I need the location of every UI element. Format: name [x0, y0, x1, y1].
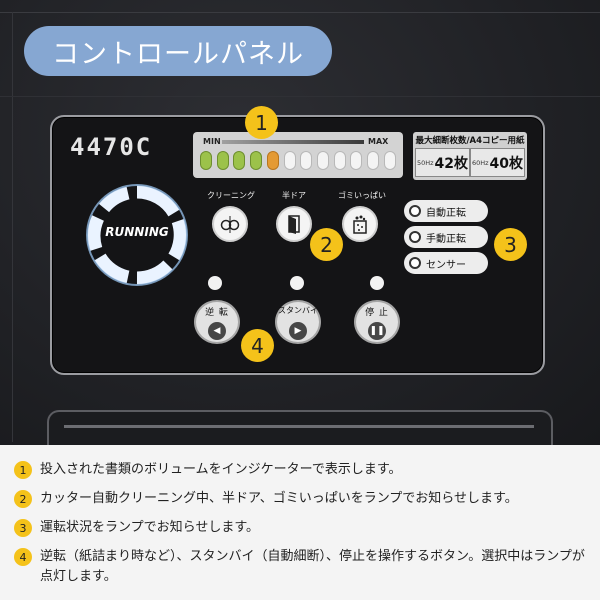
reverse-led — [208, 276, 222, 290]
half-door-lamp — [276, 206, 312, 242]
standby-label: スタンバイ — [278, 306, 318, 315]
model-number: 4470C — [70, 133, 153, 161]
cleaning-lamp — [212, 206, 248, 242]
door-icon — [288, 215, 300, 234]
play-icon: ▶ — [289, 322, 307, 340]
mode-auto-label: 自動正転 — [426, 207, 466, 219]
indicator-led — [367, 151, 380, 170]
capacity-50hz: 50Hz 42枚 — [415, 148, 470, 177]
full-label: ゴミいっぱい — [338, 191, 386, 200]
indicator-led — [383, 151, 396, 170]
note-number: 1 — [14, 461, 32, 479]
mode-manual-dot — [409, 231, 421, 243]
indicator-max-label: MAX — [368, 137, 389, 146]
standby-led — [290, 276, 304, 290]
indicator-min-label: MIN — [203, 137, 221, 146]
reverse-label: 逆 転 — [205, 308, 229, 318]
cutter-icon — [220, 216, 240, 233]
mode-auto-dot — [409, 205, 421, 217]
paper-slot-line — [64, 425, 534, 428]
stop-label: 停 止 — [365, 308, 389, 318]
bin-full-icon — [353, 215, 367, 234]
indicator-led — [250, 151, 263, 170]
machine-edge-horizontal — [0, 96, 600, 97]
stop-button[interactable]: 停 止 ❚❚ — [354, 300, 400, 344]
note-text: カッター自動クリーニング中、半ドア、ゴミいっぱいをランプでお知らせします。 — [40, 491, 518, 506]
badge-1: 1 — [245, 106, 278, 139]
note-text: 投入された書類のボリュームをインジケーターで表示します。 — [40, 462, 402, 477]
note-number: 3 — [14, 519, 32, 537]
notes-section — [0, 445, 600, 600]
note-item: 4 逆転（紙詰まり時など）、スタンバイ（自動細断）、停止を操作するボタン。選択中… — [14, 547, 594, 587]
note-text: 運転状況をランプでお知らせします。 — [40, 520, 260, 535]
capacity-60hz-label: 60Hz — [471, 158, 489, 167]
capacity-title: 最大細断枚数/A4コピー用紙 — [415, 136, 525, 146]
page-title: コントロールパネル — [24, 26, 332, 76]
badge-4: 4 — [241, 329, 274, 362]
note-item: 2 カッター自動クリーニング中、半ドア、ゴミいっぱいをランプでお知らせします。 — [14, 489, 594, 509]
mode-sensor-dot — [409, 257, 421, 269]
machine-edge — [0, 12, 600, 445]
indicator-led — [266, 151, 279, 170]
pause-icon: ❚❚ — [368, 322, 386, 340]
reverse-button[interactable]: 逆 転 ◀ — [194, 300, 240, 344]
paper-slot — [47, 410, 553, 450]
badge-2: 2 — [310, 228, 343, 261]
badge-3: 3 — [494, 228, 527, 261]
running-ring-icon — [86, 184, 188, 286]
cleaning-label: クリーニング — [207, 191, 255, 200]
mode-sensor-lamp: センサー — [404, 252, 488, 274]
note-number: 2 — [14, 490, 32, 508]
mode-auto-lamp: 自動正転 — [404, 200, 488, 222]
indicator-led — [216, 151, 229, 170]
note-text: 逆転（紙詰まり時など）、スタンバイ（自動細断）、停止を操作するボタン。選択中はラ… — [40, 549, 585, 584]
capacity-60hz-value: 40枚 — [489, 155, 524, 172]
indicator-led — [200, 151, 212, 170]
full-lamp — [342, 206, 378, 242]
indicator-led — [317, 151, 330, 170]
capacity-60hz: 60Hz 40枚 — [470, 148, 525, 177]
half-door-label: 半ドア — [282, 191, 306, 200]
mode-sensor-label: センサー — [426, 259, 466, 271]
reverse-arrow-icon: ◀ — [208, 322, 226, 340]
capacity-50hz-label: 50Hz — [416, 158, 434, 167]
standby-button[interactable]: スタンバイ ▶ — [275, 300, 321, 344]
indicator-led — [283, 151, 296, 170]
note-item: 1 投入された書類のボリュームをインジケーターで表示します。 — [14, 460, 594, 480]
indicator-led — [350, 151, 363, 170]
indicator-led — [300, 151, 313, 170]
indicator-leds — [200, 151, 396, 171]
mode-manual-label: 手動正転 — [426, 233, 466, 245]
indicator-bar — [222, 140, 364, 144]
indicator-led — [233, 151, 246, 170]
machine-edge-vertical — [12, 12, 13, 442]
note-item: 3 運転状況をランプでお知らせします。 — [14, 518, 594, 538]
note-number: 4 — [14, 548, 32, 566]
capacity-50hz-value: 42枚 — [434, 155, 469, 172]
stop-led — [370, 276, 384, 290]
mode-manual-lamp: 手動正転 — [404, 226, 488, 248]
indicator-led — [333, 151, 346, 170]
running-label: RUNNING — [105, 225, 169, 239]
